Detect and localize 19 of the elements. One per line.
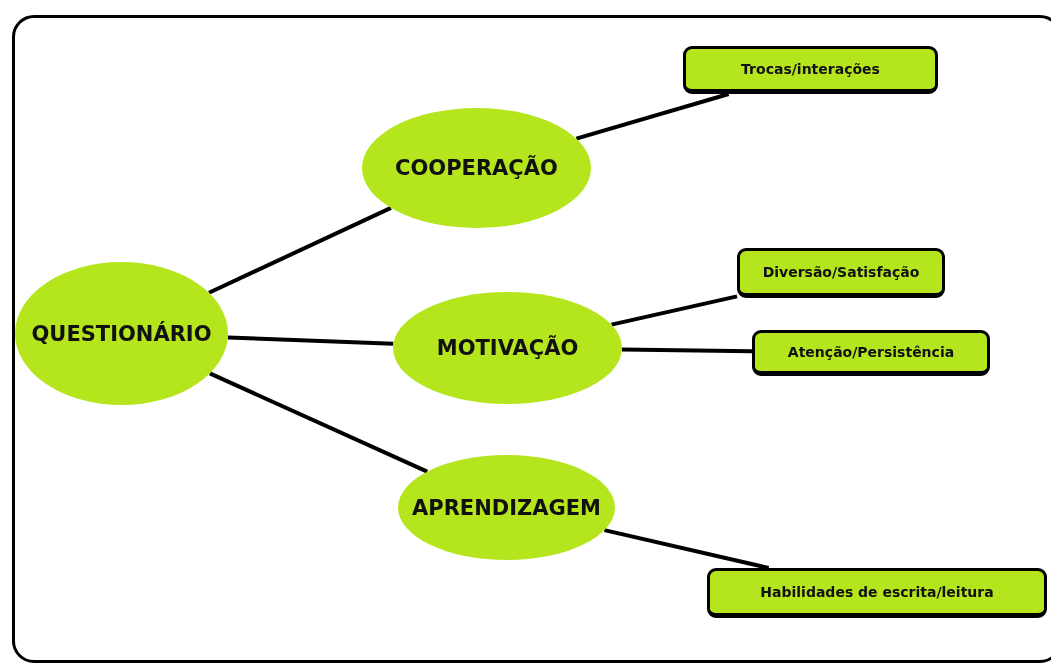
node-label: COOPERAÇÃO	[395, 156, 558, 180]
node-label: Trocas/interações	[741, 61, 880, 77]
connector-line	[208, 206, 392, 295]
connector-line	[575, 92, 730, 141]
connector-line	[209, 371, 429, 474]
subtopic-box	[752, 330, 990, 376]
node-label: QUESTIONÁRIO	[31, 321, 212, 346]
node-label: Atenção/Persistência	[787, 344, 955, 360]
node-label: MOTIVAÇÃO	[436, 336, 579, 360]
connector-line	[611, 294, 738, 327]
connector-line	[604, 528, 770, 570]
node-label: Diversão/Satisfação	[762, 264, 920, 280]
connector-line	[621, 347, 753, 354]
subtopic-box	[707, 568, 1047, 618]
subtopic-box	[737, 248, 945, 298]
connector-line	[227, 335, 394, 346]
node-label: Habilidades de escrita/leitura	[760, 584, 994, 600]
node-label: APRENDIZAGEM	[412, 495, 601, 520]
subtopic-box	[683, 46, 938, 94]
